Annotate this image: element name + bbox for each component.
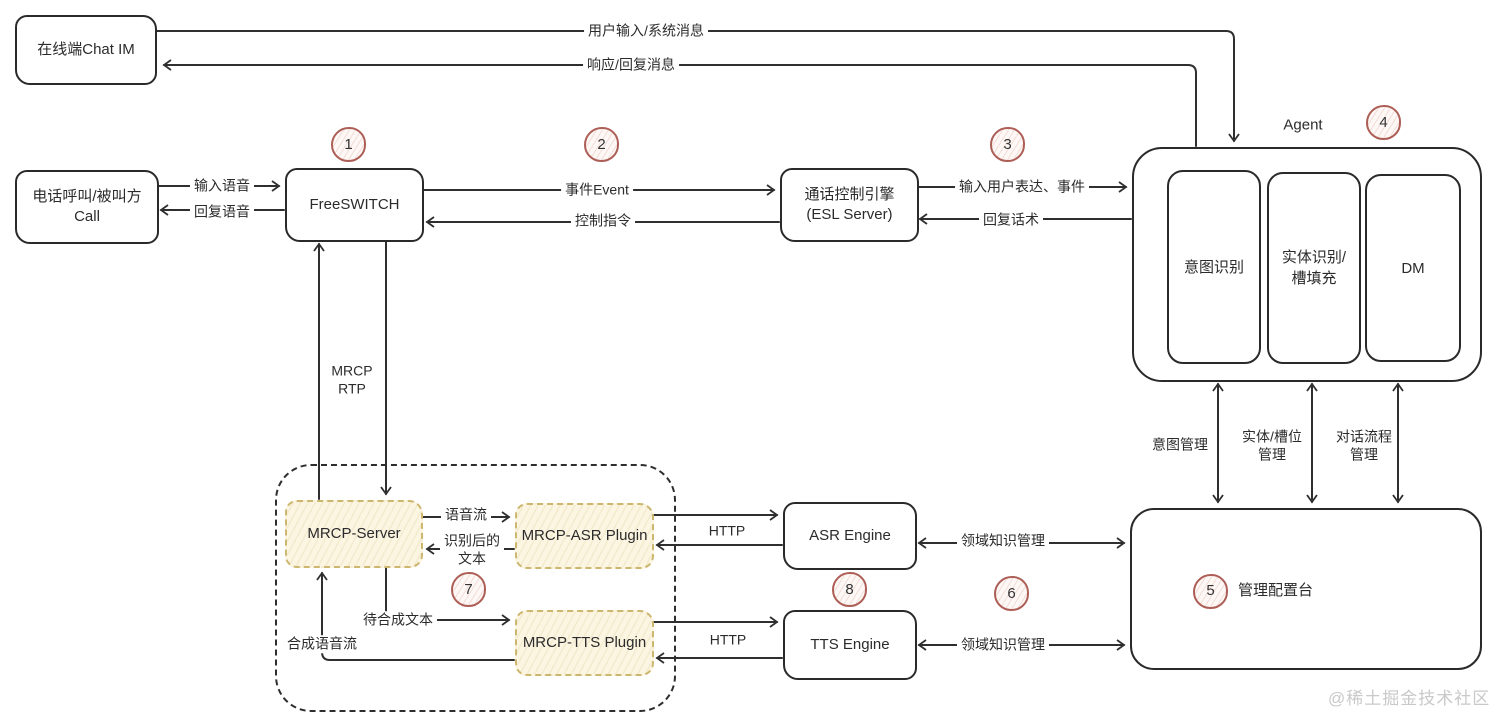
step-badge-3: 3 xyxy=(990,127,1025,162)
node-freeswitch-label: FreeSWITCH xyxy=(309,195,400,213)
step-badge-5: 5 xyxy=(1193,574,1228,609)
edge-label-reply-voice: 回复语音 xyxy=(190,203,254,221)
node-entity-slot: 实体识别/ 槽填充 xyxy=(1267,172,1361,364)
node-esl-line1: 通话控制引擎 xyxy=(804,185,895,203)
edge-label-mrcp-rtp: MRCP RTP xyxy=(327,362,377,398)
edge-label-intent-mgmt: 意图管理 xyxy=(1152,436,1208,453)
node-mrcp-server: MRCP-Server xyxy=(285,500,423,568)
node-mrcp-server-label: MRCP-Server xyxy=(307,524,401,542)
edge-label-to-synth: 待合成文本 xyxy=(359,611,437,629)
edge-label-http-asr: HTTP xyxy=(708,522,746,539)
edge-label-recognized-text: 识别后的 文本 xyxy=(440,532,504,568)
node-mrcp-tts-plugin: MRCP-TTS Plugin xyxy=(515,610,654,676)
edge-label-input-voice: 输入语音 xyxy=(190,177,254,195)
node-tts-engine: TTS Engine xyxy=(783,610,917,680)
edge-label-http-tts: HTTP xyxy=(709,631,747,648)
edge-label-voice-stream: 语音流 xyxy=(441,506,491,524)
node-agent-title: Agent xyxy=(1283,116,1323,134)
node-asr-engine-label: ASR Engine xyxy=(809,526,891,544)
mrcp-dashed-container xyxy=(275,464,676,712)
step-badge-7: 7 xyxy=(451,572,486,607)
node-chat-im-label: 在线端Chat IM xyxy=(37,40,135,58)
edge-label-domain-asr: 领域知识管理 xyxy=(957,532,1049,550)
node-intent-label: 意图识别 xyxy=(1183,258,1244,276)
step-badge-4: 4 xyxy=(1366,105,1401,140)
node-esl-server: 通话控制引擎 (ESL Server) xyxy=(780,168,919,242)
node-esl-line2: (ESL Server) xyxy=(806,206,893,223)
edge-response xyxy=(162,59,1197,147)
node-mrcp-asr-plugin: MRCP-ASR Plugin xyxy=(515,503,654,569)
node-dm-label: DM xyxy=(1401,259,1425,277)
node-mrcp-tts-label: MRCP-TTS Plugin xyxy=(522,633,647,651)
step-badge-6: 6 xyxy=(994,576,1029,611)
node-chat-im: 在线端Chat IM xyxy=(15,15,157,85)
node-mrcp-asr-label: MRCP-ASR Plugin xyxy=(521,526,648,544)
edge-label-entity-mgmt: 实体/槽位 管理 xyxy=(1242,428,1302,463)
edge-label-event: 事件Event xyxy=(561,181,633,199)
edge-label-reply-script: 回复话术 xyxy=(979,211,1043,229)
watermark: @稀土掘金技术社区 xyxy=(1328,689,1491,708)
node-asr-engine: ASR Engine xyxy=(783,502,917,570)
step-badge-1: 1 xyxy=(331,127,366,162)
node-intent: 意图识别 xyxy=(1167,170,1261,364)
edge-user-input xyxy=(154,30,1240,143)
node-console: 5 管理配置台 xyxy=(1130,508,1482,670)
node-console-label: 管理配置台 xyxy=(1238,582,1314,599)
edge-label-user-expr: 输入用户表达、事件 xyxy=(955,178,1089,196)
edge-label-control: 控制指令 xyxy=(571,212,635,230)
node-entity-line2: 槽填充 xyxy=(1291,270,1337,287)
node-call-line1: 电话呼叫/被叫方 xyxy=(32,187,142,205)
node-entity-line1: 实体识别/ xyxy=(1281,249,1347,266)
step-badge-8: 8 xyxy=(832,572,867,607)
node-call: 电话呼叫/被叫方 Call xyxy=(15,170,159,244)
edge-label-response: 响应/回复消息 xyxy=(583,56,679,74)
step-badge-2: 2 xyxy=(584,127,619,162)
node-call-line2: Call xyxy=(74,208,100,225)
node-freeswitch: FreeSWITCH xyxy=(285,168,424,242)
node-dm: DM xyxy=(1365,174,1461,362)
edge-label-user-input: 用户输入/系统消息 xyxy=(584,22,708,40)
edge-label-synth-stream: 合成语音流 xyxy=(283,635,361,653)
edge-label-domain-tts: 领域知识管理 xyxy=(957,636,1049,654)
node-agent: 意图识别 实体识别/ 槽填充 DM xyxy=(1132,147,1482,382)
edge-label-dialog-mgmt: 对话流程 管理 xyxy=(1336,428,1392,463)
node-tts-engine-label: TTS Engine xyxy=(810,635,890,653)
